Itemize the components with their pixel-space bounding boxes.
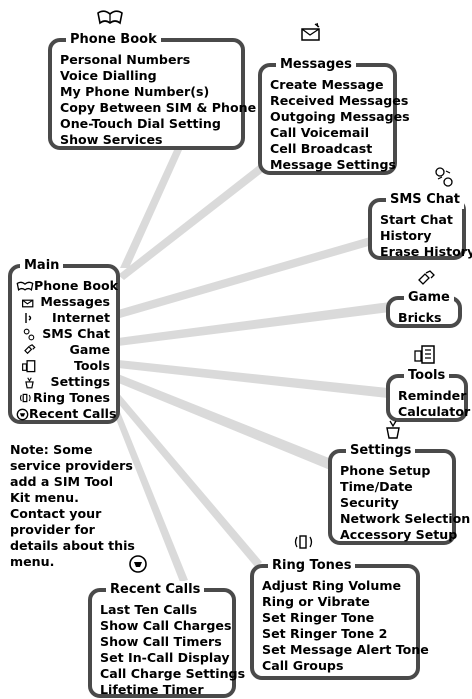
book-icon bbox=[16, 280, 34, 292]
menu-item-call-voicemail[interactable]: Call Voicemail bbox=[270, 125, 370, 140]
recent-calls-icon bbox=[129, 555, 147, 573]
menu-item-cell-broadcast[interactable]: Cell Broadcast bbox=[270, 141, 373, 156]
menu-item-show-services[interactable]: Show Services bbox=[60, 132, 163, 147]
ring-tone-icon bbox=[294, 535, 313, 549]
menu-item-message-settings[interactable]: Message Settings bbox=[270, 157, 396, 172]
ray-settings bbox=[116, 374, 334, 470]
messages-title: Messages bbox=[276, 56, 356, 74]
main-item-settings[interactable]: Settings bbox=[16, 374, 110, 390]
ring-tones-menu: Ring Tones Adjust Ring Volume Ring or Vi… bbox=[250, 557, 429, 680]
settings-icon bbox=[16, 376, 42, 389]
menu-item-history[interactable]: History bbox=[380, 228, 432, 243]
menu-item-lifetime-timer[interactable]: Lifetime Timer bbox=[100, 682, 204, 697]
menu-item-security[interactable]: Security bbox=[340, 495, 399, 510]
ray-tools bbox=[118, 360, 388, 398]
settings-title: Settings bbox=[346, 442, 416, 460]
game-icon bbox=[16, 344, 42, 356]
main-title: Main bbox=[20, 257, 64, 275]
menu-item-adjust-ring-volume[interactable]: Adjust Ring Volume bbox=[262, 578, 401, 593]
main-item-label: Settings bbox=[50, 374, 110, 389]
ring-tone-icon bbox=[16, 392, 33, 404]
main-item-label: Internet bbox=[52, 310, 110, 325]
main-item-internet[interactable]: Internet bbox=[16, 310, 110, 326]
menu-item-one-touch-dial[interactable]: One-Touch Dial Setting bbox=[60, 116, 221, 131]
settings-menu: Settings Phone Setup Time/Date Security … bbox=[328, 442, 471, 545]
menu-item-set-in-call-display[interactable]: Set In-Call Display bbox=[100, 650, 230, 665]
menu-item-bricks[interactable]: Bricks bbox=[398, 310, 442, 325]
main-item-messages[interactable]: Messages bbox=[16, 294, 110, 310]
sms-chat-menu: SMS Chat Start Chat History Erase Histor… bbox=[368, 191, 472, 260]
menu-item-calculator[interactable]: Calculator bbox=[398, 404, 471, 419]
ray-ring-tones bbox=[112, 390, 262, 568]
main-item-tools[interactable]: Tools bbox=[16, 358, 110, 374]
book-icon bbox=[97, 10, 123, 25]
messages-menu: Messages Create Message Received Message… bbox=[258, 56, 410, 175]
menu-item-accessory-setup[interactable]: Accessory Setup bbox=[340, 527, 458, 542]
game-menu: Game Bricks bbox=[386, 289, 462, 328]
main-item-label: Ring Tones bbox=[33, 390, 110, 405]
ray-sms-chat bbox=[118, 237, 372, 318]
main-item-label: Recent Calls bbox=[29, 406, 117, 421]
menu-item-time-date[interactable]: Time/Date bbox=[340, 479, 413, 494]
menu-item-show-call-timers[interactable]: Show Call Timers bbox=[100, 634, 222, 649]
menu-item-call-groups[interactable]: Call Groups bbox=[262, 658, 344, 673]
menu-item-personal-numbers[interactable]: Personal Numbers bbox=[60, 52, 191, 67]
main-item-ring-tones[interactable]: Ring Tones bbox=[16, 390, 110, 406]
menu-item-received-messages[interactable]: Received Messages bbox=[270, 93, 409, 108]
menu-item-reminder[interactable]: Reminder bbox=[398, 388, 467, 403]
menu-item-create-message[interactable]: Create Message bbox=[270, 77, 384, 92]
tools-menu: Tools Reminder Calculator bbox=[386, 367, 471, 422]
main-item-recent-calls[interactable]: Recent Calls bbox=[16, 406, 117, 422]
ray-messages bbox=[118, 160, 272, 280]
ray-phone-book bbox=[120, 150, 182, 268]
game-title: Game bbox=[404, 289, 454, 307]
main-menu: Main Phone Book Messages Internet SMS Ch… bbox=[8, 257, 120, 424]
tools-icon bbox=[414, 345, 435, 364]
ray-recent-calls bbox=[114, 412, 188, 582]
main-item-label: Tools bbox=[73, 358, 110, 373]
tools-title: Tools bbox=[404, 367, 450, 385]
internet-icon bbox=[16, 312, 42, 324]
menu-item-set-message-alert-tone[interactable]: Set Message Alert Tone bbox=[262, 642, 429, 657]
main-item-label: Phone Book bbox=[34, 278, 119, 293]
main-item-label: SMS Chat bbox=[42, 326, 110, 341]
sms-chat-icon bbox=[435, 167, 453, 187]
sms-chat-icon bbox=[16, 328, 42, 341]
menu-item-voice-dialling[interactable]: Voice Dialling bbox=[60, 68, 157, 83]
recent-calls-menu: Recent Calls Last Ten Calls Show Call Ch… bbox=[88, 581, 246, 698]
phone-book-title: Phone Book bbox=[66, 31, 161, 49]
main-item-label: Game bbox=[69, 342, 111, 357]
menu-item-show-call-charges[interactable]: Show Call Charges bbox=[100, 618, 232, 633]
phone-book-menu: Phone Book Personal Numbers Voice Dialli… bbox=[48, 31, 257, 150]
main-item-label: Messages bbox=[40, 294, 110, 309]
main-item-sms-chat[interactable]: SMS Chat bbox=[16, 326, 110, 342]
envelope-icon bbox=[16, 296, 40, 308]
menu-item-network-selection[interactable]: Network Selection bbox=[340, 511, 471, 526]
sms-chat-title: SMS Chat bbox=[386, 191, 464, 209]
menu-item-set-ringer-tone[interactable]: Set Ringer Tone bbox=[262, 610, 375, 625]
menu-item-phone-setup[interactable]: Phone Setup bbox=[340, 463, 431, 478]
recent-calls-title: Recent Calls bbox=[106, 581, 205, 599]
main-item-phone-book[interactable]: Phone Book bbox=[16, 278, 118, 294]
menu-item-call-charge-settings[interactable]: Call Charge Settings bbox=[100, 666, 246, 681]
ring-tones-title: Ring Tones bbox=[268, 557, 356, 575]
menu-item-erase-history[interactable]: Erase History bbox=[380, 244, 472, 259]
menu-item-last-ten-calls[interactable]: Last Ten Calls bbox=[100, 602, 198, 617]
envelope-icon bbox=[301, 22, 320, 41]
menu-item-ring-or-vibrate[interactable]: Ring or Vibrate bbox=[262, 594, 370, 609]
menu-item-set-ringer-tone-2[interactable]: Set Ringer Tone 2 bbox=[262, 626, 388, 641]
tools-icon bbox=[16, 359, 42, 373]
ray-game bbox=[118, 302, 390, 346]
recent-calls-icon bbox=[16, 408, 29, 421]
menu-item-start-chat[interactable]: Start Chat bbox=[380, 212, 453, 227]
main-item-game[interactable]: Game bbox=[16, 342, 110, 358]
settings-icon bbox=[386, 420, 400, 439]
menu-item-outgoing-messages[interactable]: Outgoing Messages bbox=[270, 109, 410, 124]
sim-toolkit-note: Note: Some service providers add a SIM T… bbox=[10, 442, 135, 569]
game-icon bbox=[418, 270, 435, 285]
menu-item-my-phone-numbers[interactable]: My Phone Number(s) bbox=[60, 84, 210, 99]
menu-item-copy-between-sim-phone[interactable]: Copy Between SIM & Phone bbox=[60, 100, 257, 115]
